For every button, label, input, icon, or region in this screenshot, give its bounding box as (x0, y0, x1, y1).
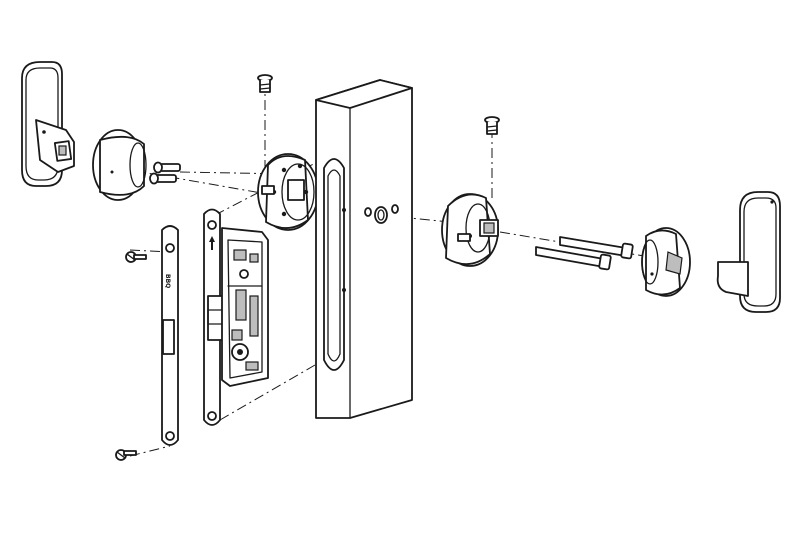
through-bolts (535, 236, 634, 271)
left-lever-handle (21, 61, 75, 187)
right-lever-handle (716, 191, 781, 313)
left-cover-rose (92, 129, 147, 201)
svg-text:BBQ: BBQ (164, 274, 171, 288)
right-rose-base (441, 193, 499, 267)
left-rose-base (257, 153, 319, 231)
forend-screws (115, 251, 147, 461)
top-screw-right (484, 116, 500, 135)
top-screw-left (257, 74, 273, 93)
right-turn-rose (641, 227, 691, 297)
rose-fixing-screws-left (149, 161, 181, 185)
lock-face-plate: BBQ (161, 225, 179, 446)
mortise-lock-body (221, 227, 269, 387)
door-leaf-section (315, 79, 413, 419)
